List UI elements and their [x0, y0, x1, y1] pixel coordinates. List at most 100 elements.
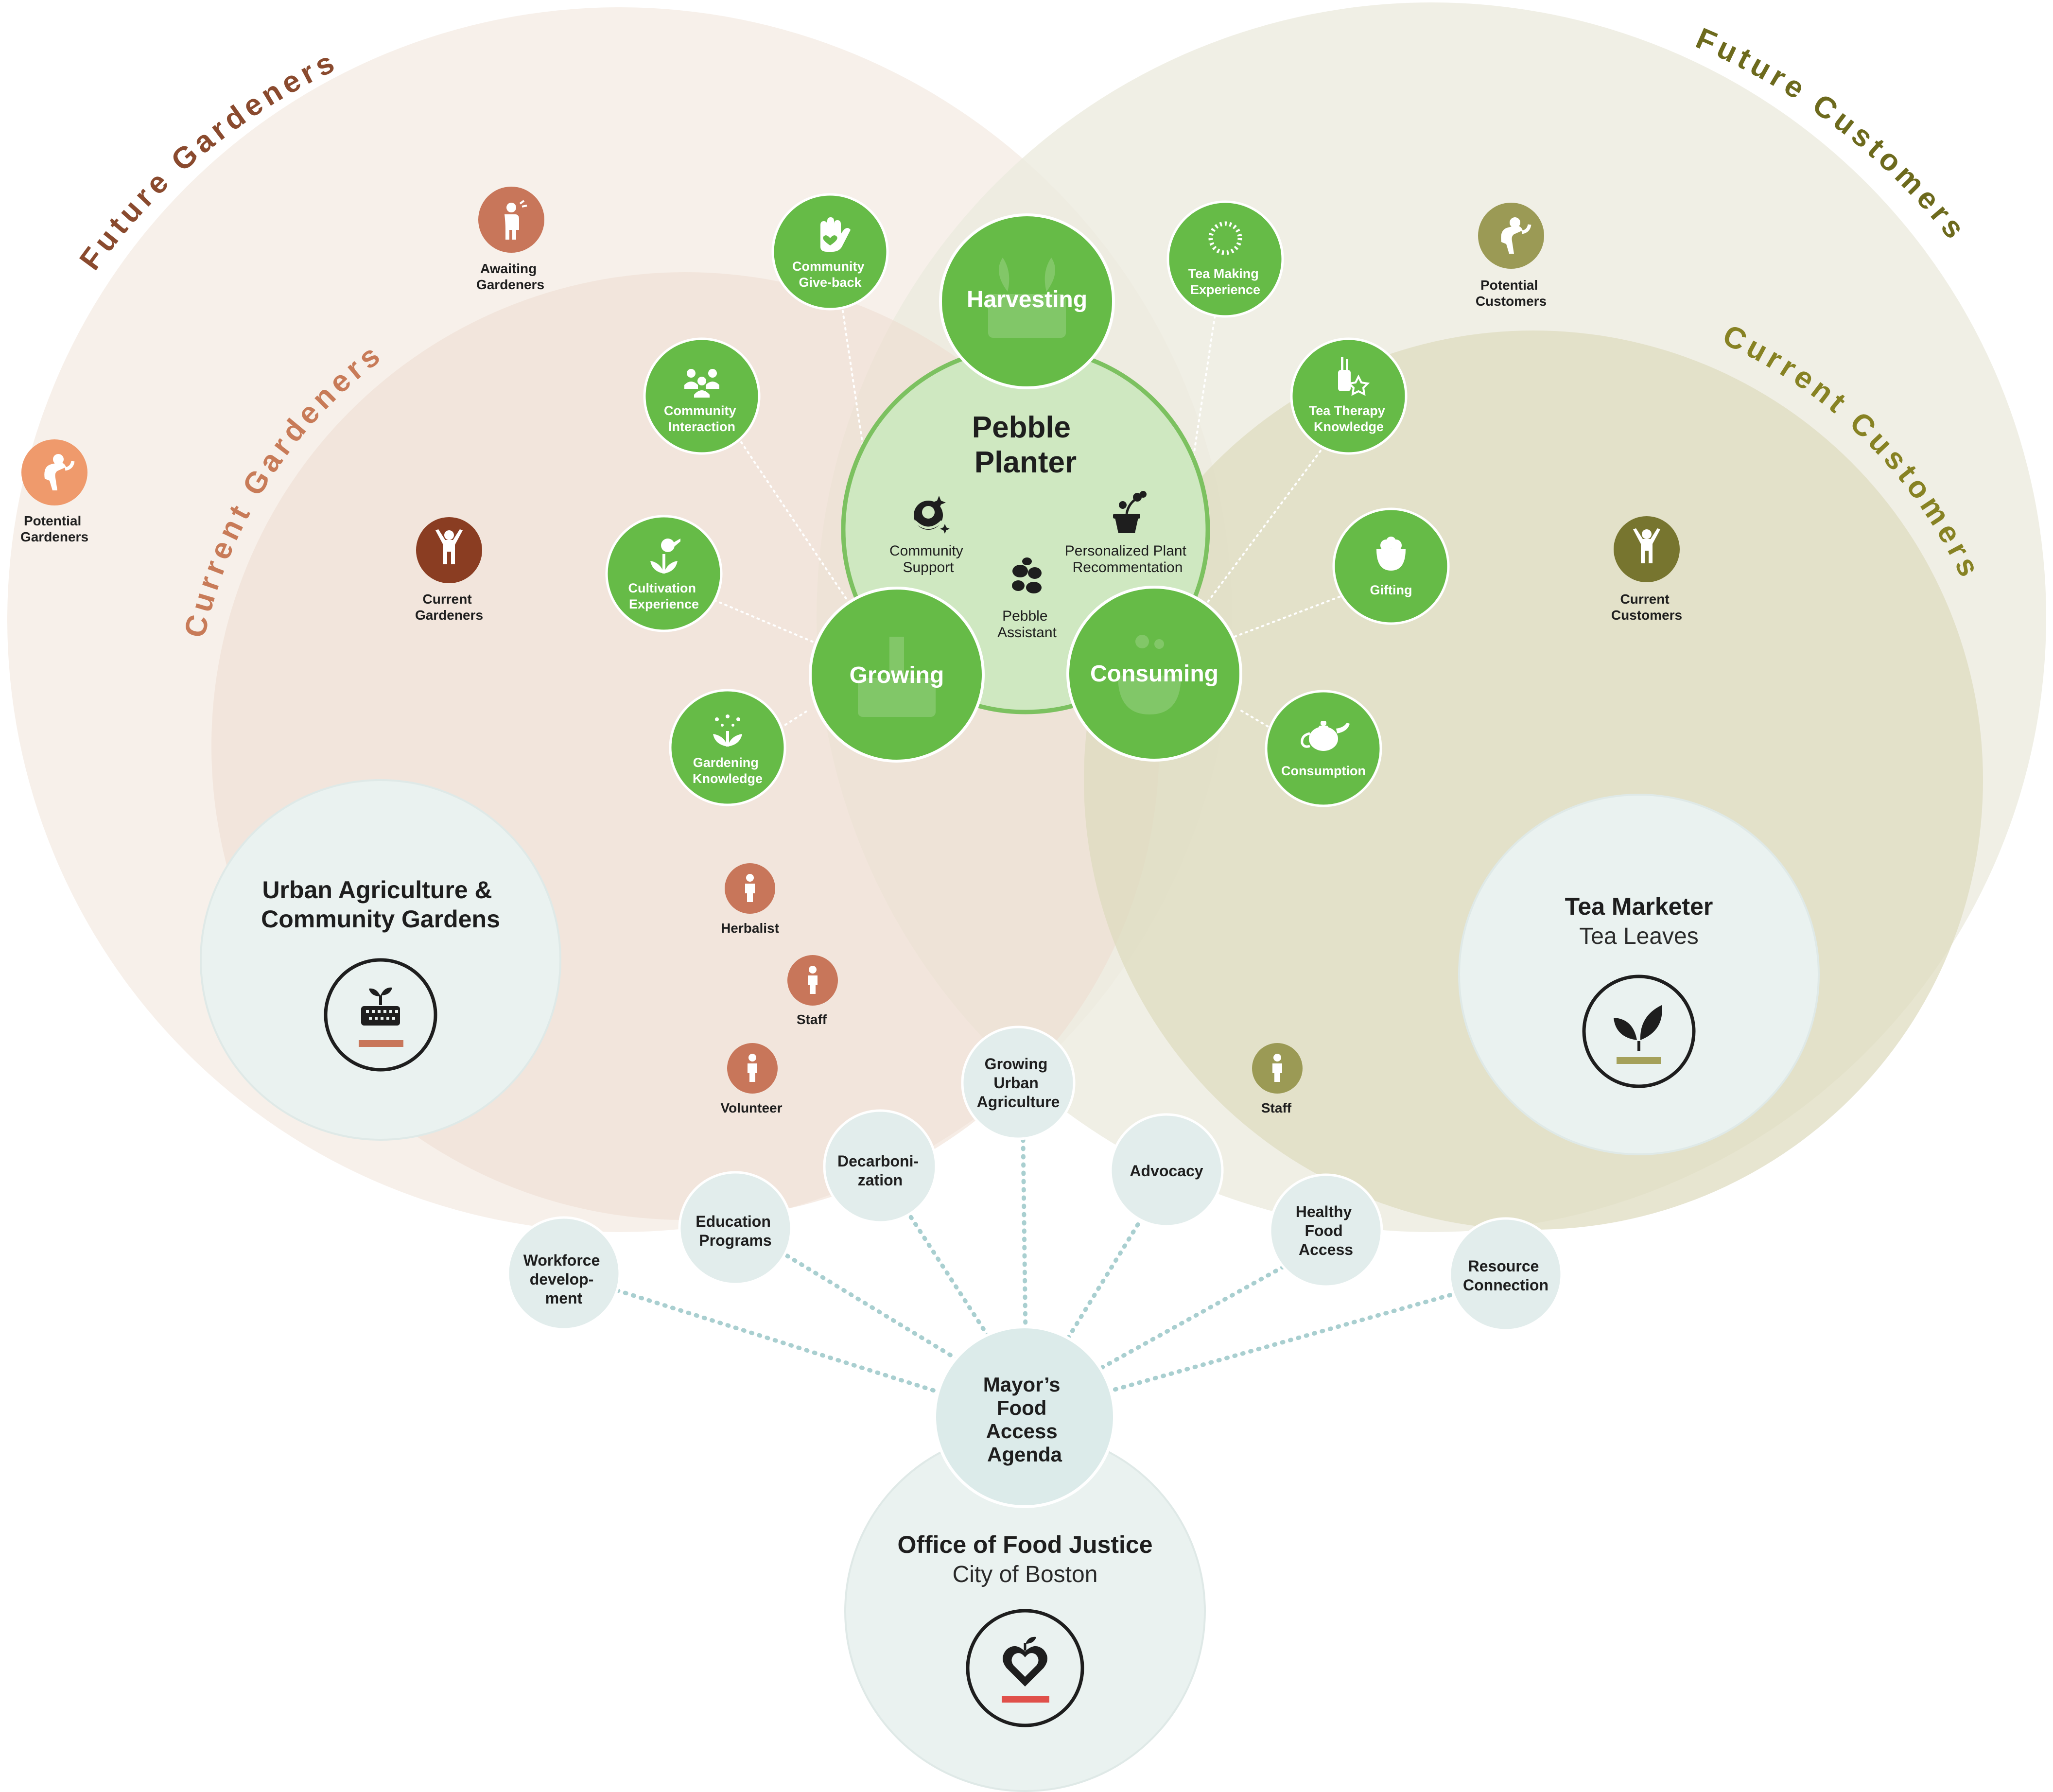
tea-bottle-icon [1338, 357, 1370, 396]
consuming-label: Consuming [1090, 661, 1218, 687]
svg-text:Advocacy: Advocacy [1130, 1162, 1203, 1180]
svg-text:Staff: Staff [797, 1012, 827, 1027]
pillar-resource-connection[interactable]: Resource Connection [1448, 1217, 1563, 1332]
node-gardening-knowledge[interactable]: Gardening Knowledge [669, 689, 786, 806]
pebbles-icon [1012, 557, 1042, 593]
thinking-person-icon [44, 454, 75, 490]
apple-heart-icon [1003, 1636, 1047, 1687]
node-tea-making-experience[interactable]: Tea Making Experience [1166, 200, 1284, 318]
node-gifting[interactable]: Gifting [1332, 507, 1450, 625]
svg-text:Gardening Knowledge: Gardening Knowledge [693, 755, 763, 786]
svg-text:Community Interaction: Community Interaction [664, 403, 740, 434]
person-volunteer: Volunteer [720, 1043, 783, 1115]
pillar-healthy-food-access[interactable]: Healthy Food Access [1269, 1173, 1383, 1288]
node-tea-therapy-knowledge[interactable]: Tea Therapy Knowledge [1290, 337, 1408, 455]
tea-ring-icon [1208, 221, 1242, 255]
person-awaiting-gardeners: Awaiting Gardeners [476, 187, 544, 292]
person-herbalist: Herbalist [721, 863, 779, 936]
svg-text:Staff: Staff [1261, 1100, 1292, 1115]
thinking-person-icon [1501, 217, 1531, 254]
care-hands-icon [914, 496, 950, 534]
plant-pot-icon [1113, 491, 1147, 533]
planter-box-bg-icon [858, 637, 936, 717]
mayors-food-access-agenda[interactable]: Mayor’s Food Access Agenda [933, 1325, 1116, 1508]
svg-text:Gifting: Gifting [1370, 583, 1412, 597]
stage-growing[interactable]: Growing [809, 587, 985, 763]
person-icon [745, 874, 755, 902]
svg-text:Community Support: Community Support [889, 543, 967, 575]
person-current-gardeners: Current Gardeners [415, 517, 483, 623]
sprout-rain-icon [713, 714, 742, 747]
waiting-person-icon [505, 200, 527, 240]
person-current-customers: Current Customers [1611, 516, 1682, 623]
pillar-growing-urban-agriculture[interactable]: Growing Urban Agriculture [961, 1026, 1076, 1140]
harvest-basket-icon [988, 258, 1066, 338]
svg-text:Tea Marketer: Tea Marketer [1565, 893, 1713, 920]
person-icon [1272, 1054, 1282, 1082]
org-urban-agriculture[interactable]: Urban Agriculture & Community Gardens [200, 779, 561, 1141]
svg-text:Healthy Food Acces: Healthy Food Access [1296, 1203, 1356, 1258]
org-office-of-food-justice[interactable]: Office of Food Justice City of Boston [844, 1430, 1206, 1792]
growing-label: Growing [850, 662, 944, 688]
node-consumption[interactable]: Consumption [1265, 690, 1382, 807]
plant-recommendation-feature: Personalized Plant Recommentation [1065, 491, 1191, 575]
person-potential-customers: Potential Customers [1476, 203, 1547, 309]
cheering-person-icon [1633, 528, 1660, 563]
teapot-icon [1301, 721, 1350, 751]
tea-leaves-icon [1614, 1005, 1662, 1051]
person-staff-gardens: Staff [787, 955, 838, 1027]
svg-text:Awaiting Gardeners: Awaiting Gardeners [476, 261, 544, 292]
svg-text:Tea Leaves: Tea Leaves [1579, 923, 1699, 949]
svg-text:Tea Therapy Knowledge: Tea Therapy Knowledge [1309, 403, 1389, 434]
person-icon [748, 1054, 757, 1082]
svg-text:Office of Food Justice: Office of Food Justice [897, 1531, 1152, 1558]
svg-text:Current Gardeners: Current Gardeners [415, 592, 483, 623]
svg-text:Tea Making Experience: Tea Making Experience [1188, 266, 1263, 297]
stage-harvesting[interactable]: Harvesting [939, 213, 1115, 389]
svg-text:Resource Connection: Resource Connection [1463, 1257, 1548, 1294]
pillar-education-programs[interactable]: Education Programs [678, 1171, 793, 1286]
svg-text:Education Programs: Education Programs [696, 1213, 775, 1249]
svg-text:City of Boston: City of Boston [953, 1562, 1098, 1587]
people-icon [684, 369, 719, 398]
node-community-give-back[interactable]: Community Give-back [771, 193, 889, 311]
pebble-assistant-feature: Pebble Assistant [997, 557, 1057, 641]
stage-consuming[interactable]: Consuming [1066, 586, 1242, 762]
svg-text:Potential Gardeners: Potential Gardeners [20, 513, 88, 544]
planter-box-icon [361, 987, 400, 1026]
cheering-person-icon [435, 529, 463, 564]
svg-text:Potential Customers: Potential Customers [1476, 278, 1547, 309]
svg-text:Personalized Plant Rec: Personalized Plant Recommentation [1065, 543, 1191, 575]
tea-cup-bg-icon [1118, 635, 1181, 714]
person-potential-gardeners: Potential Gardeners [20, 439, 88, 544]
node-community-interaction[interactable]: Community Interaction [643, 337, 761, 455]
pillar-workforce-development[interactable]: Workforce develop- ment [506, 1216, 621, 1331]
community-support-feature: Community Support [889, 496, 967, 575]
svg-text:Herbalist: Herbalist [721, 921, 779, 936]
svg-text:Mayor’s Food Acces: Mayor’s Food Access Agenda [983, 1373, 1066, 1466]
hand-heart-icon [820, 217, 851, 252]
watering-can-icon [650, 539, 680, 574]
pebble-planter-title: Pebble Planter [972, 411, 1079, 479]
svg-text:Pebble Assistant: Pebble Assistant [997, 608, 1057, 641]
agenda-connectors [615, 1137, 1461, 1397]
person-icon [808, 966, 818, 994]
svg-text:Workforce develop-: Workforce develop- ment [523, 1252, 605, 1307]
svg-text:Cultivation Experience: Cultivation Experience [628, 581, 699, 611]
pillar-decarbonization[interactable]: Decarboni- zation [823, 1109, 938, 1224]
org-tea-marketer[interactable]: Tea Marketer Tea Leaves [1458, 794, 1820, 1155]
svg-text:Urban Agriculture & Comm: Urban Agriculture & Community Gardens [261, 876, 500, 933]
pillar-advocacy[interactable]: Advocacy [1109, 1113, 1224, 1228]
person-staff-tea: Staff [1252, 1043, 1303, 1115]
node-cultivation-experience[interactable]: Cultivation Experience [605, 515, 723, 632]
svg-text:Growing Urban Agri: Growing Urban Agriculture [977, 1055, 1060, 1111]
harvesting-label: Harvesting [967, 287, 1087, 313]
svg-text:Consumption: Consumption [1281, 764, 1366, 778]
svg-text:Volunteer: Volunteer [720, 1100, 782, 1115]
gift-flower-icon [1376, 537, 1406, 571]
svg-text:Current Customers: Current Customers [1611, 592, 1682, 623]
svg-text:Community Give-back: Community Give-back [792, 259, 868, 290]
svg-text:Decarboni- zation: Decarboni- zation [837, 1152, 923, 1189]
